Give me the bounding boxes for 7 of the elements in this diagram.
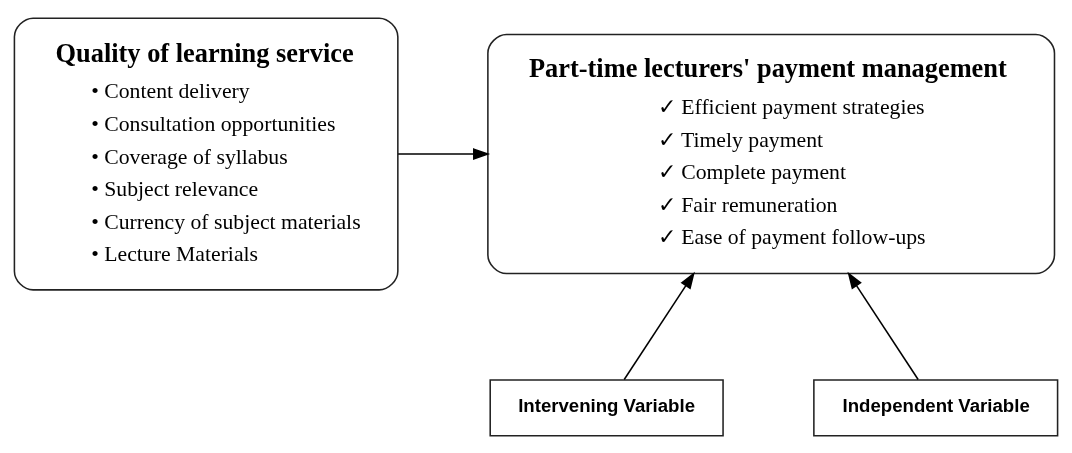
arrow (623, 271, 695, 380)
node-box: Part-time lecturers' payment management ✓ Efficient payment strategies ✓ Timely payment ✓ Complete payment ✓ Fair remuneration ✓ Ease of payment follow-ups (487, 33, 1056, 274)
node-box: Intervening Variable (489, 378, 724, 437)
node-box: Quality of learning service • Content delivery • Consultation opportunities • Coverage of syllabus • Subject relevance • Currency of subject materials • Lecture Materials (13, 16, 399, 291)
arrow (847, 271, 919, 380)
node-box: Independent Variable (813, 378, 1059, 437)
arrow (397, 147, 491, 160)
